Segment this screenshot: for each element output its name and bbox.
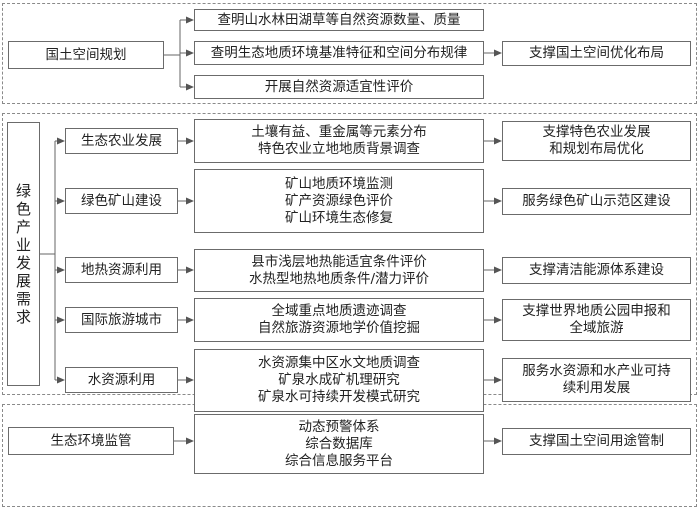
task-box-suitability-eval: 开展自然资源适宜性评价 <box>194 75 484 99</box>
category-box-green-mines: 绿色矿山建设 <box>65 188 178 214</box>
outcome-line: 支撑世界地质公园申报和 <box>522 303 671 319</box>
task-line: 综合信息服务平台 <box>285 452 393 469</box>
category-label: 绿色矿山建设 <box>81 192 162 209</box>
task-line: 矿泉水成矿机理研究 <box>278 372 400 388</box>
task-box-geo-baseline: 查明生态地质环境基准特征和空间分布规律 <box>194 41 484 65</box>
title-char: 需 <box>15 290 31 308</box>
task-box-green-mines: 矿山地质环境监测 矿产资源绿色评价 矿山环境生态修复 <box>194 169 484 233</box>
outcome-box-geothermal: 支撑清洁能源体系建设 <box>502 257 691 284</box>
title-char: 发 <box>15 254 31 272</box>
category-label: 生态农业发展 <box>81 132 162 149</box>
category-box-tourism-city: 国际旅游城市 <box>65 307 178 333</box>
task-box-eco-monitoring: 动态预警体系 综合数据库 综合信息服务平台 <box>194 414 484 474</box>
category-label: 水资源利用 <box>87 371 156 388</box>
task-line: 县市浅层地热能适宜条件评价 <box>251 253 427 270</box>
title-char: 绿 <box>15 182 31 200</box>
outcome-line: 和规划布局优化 <box>549 141 644 157</box>
section-land-planning <box>2 3 697 104</box>
task-box-geothermal: 县市浅层地热能适宜条件评价 水热型地热地质条件/潜力评价 <box>194 249 484 292</box>
source-box-eco-monitoring: 生态环境监管 <box>8 427 174 455</box>
task-label: 查明山水林田湖草等自然资源数量、质量 <box>217 11 461 28</box>
source-label: 生态环境监管 <box>50 432 132 449</box>
outcome-box-tourism-city: 支撑世界地质公园申报和 全域旅游 <box>502 299 691 341</box>
task-box-resource-survey: 查明山水林田湖草等自然资源数量、质量 <box>194 9 484 31</box>
category-box-geothermal: 地热资源利用 <box>65 257 178 283</box>
task-line: 全域重点地质遗迹调查 <box>271 303 407 319</box>
task-line: 矿山环境生态修复 <box>285 209 393 226</box>
title-char: 业 <box>15 236 31 254</box>
task-line: 矿产资源绿色评价 <box>285 192 393 209</box>
task-line: 水热型地热地质条件/潜力评价 <box>248 270 430 287</box>
task-line: 自然旅游资源地学价值挖掘 <box>258 320 420 336</box>
outcome-label: 支撑国土空间优化布局 <box>529 45 664 61</box>
title-char: 求 <box>15 308 31 326</box>
task-line: 矿山地质环境监测 <box>285 175 393 192</box>
task-label: 开展自然资源适宜性评价 <box>264 78 414 95</box>
category-label: 地热资源利用 <box>81 261 162 278</box>
outcome-box-eco-agriculture: 支撑特色农业发展 和规划布局优化 <box>502 121 691 161</box>
title-char: 展 <box>15 272 31 290</box>
task-box-eco-agriculture: 土壤有益、重金属等元素分布 特色农业立地地质背景调查 <box>194 119 484 163</box>
outcome-line: 支撑特色农业发展 <box>542 124 651 140</box>
source-box-land-planning: 国土空间规划 <box>8 41 164 69</box>
outcome-box-green-mines: 服务绿色矿山示范区建设 <box>502 188 691 215</box>
task-line: 矿泉水可持续开发模式研究 <box>258 389 420 405</box>
outcome-label: 支撑国土空间用途管制 <box>529 433 664 449</box>
task-line: 特色农业立地地质背景调查 <box>258 141 420 157</box>
outcome-line: 支撑清洁能源体系建设 <box>529 262 664 278</box>
task-line: 水资源集中区水文地质调查 <box>258 355 420 371</box>
outcome-line: 全域旅游 <box>569 320 624 336</box>
outcome-line: 服务水资源和水产业可持 <box>522 363 671 379</box>
green-industry-title-box: 绿 色 产 业 发 展 需 求 <box>7 122 40 386</box>
title-char: 色 <box>15 200 31 218</box>
outcome-box-land-layout: 支撑国土空间优化布局 <box>502 41 691 66</box>
task-box-water-resources: 水资源集中区水文地质调查 矿泉水成矿机理研究 矿泉水可持续开发模式研究 <box>194 349 484 412</box>
task-line: 综合数据库 <box>305 435 373 452</box>
task-line: 土壤有益、重金属等元素分布 <box>251 124 427 140</box>
outcome-box-land-use-control: 支撑国土空间用途管制 <box>502 428 691 455</box>
outcome-line: 续利用发展 <box>562 380 631 396</box>
category-box-eco-agriculture: 生态农业发展 <box>65 128 178 154</box>
category-box-water-resources: 水资源利用 <box>65 367 178 393</box>
task-box-tourism-city: 全域重点地质遗迹调查 自然旅游资源地学价值挖掘 <box>194 298 484 342</box>
outcome-box-water-resources: 服务水资源和水产业可持 续利用发展 <box>502 358 691 402</box>
source-label: 国土空间规划 <box>45 46 127 63</box>
title-char: 产 <box>15 218 31 236</box>
category-label: 国际旅游城市 <box>81 311 162 328</box>
task-label: 查明生态地质环境基准特征和空间分布规律 <box>210 44 468 61</box>
task-line: 动态预警体系 <box>298 418 380 435</box>
outcome-line: 服务绿色矿山示范区建设 <box>522 193 671 209</box>
